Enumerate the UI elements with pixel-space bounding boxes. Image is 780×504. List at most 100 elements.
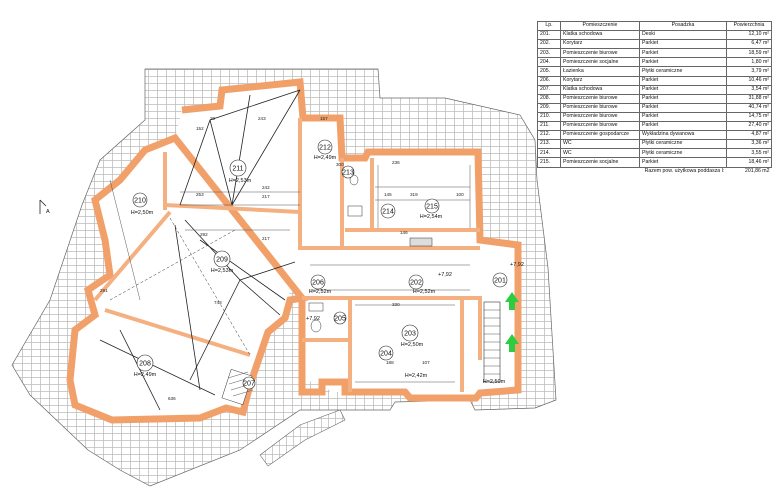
row-number: 214. <box>537 148 561 159</box>
bathroom-fixtures <box>308 174 433 333</box>
room-210-number: 210 <box>134 198 146 205</box>
room-215-number: 215 <box>426 204 438 211</box>
dimension-lines <box>99 89 471 411</box>
dim-text: 157 <box>320 116 328 121</box>
dim-text: 188 <box>386 360 394 365</box>
room-202-height: H=2,52m <box>413 289 436 295</box>
dim-text: 743 <box>214 300 222 305</box>
level-mark-2: +7,92 <box>306 316 320 322</box>
room-208-number: 208 <box>139 361 151 368</box>
room-212-height: H=2,49m <box>314 155 337 161</box>
room-204-height: H=2,42m <box>405 373 428 379</box>
row-room: Pomieszczenie biurowe <box>560 48 640 59</box>
row-floor: Parkiet <box>639 157 727 168</box>
row-number: 207. <box>537 84 561 95</box>
dim-text: 636 <box>168 396 176 401</box>
row-area: 6,47 m² <box>726 39 772 50</box>
row-floor: Parkiet <box>639 84 727 95</box>
room-213-number: 213 <box>342 170 354 177</box>
dim-text: 152 <box>196 126 204 131</box>
row-area: 10,46 m² <box>726 75 772 86</box>
row-floor: Parkiet <box>639 93 727 104</box>
row-number: 215. <box>537 157 561 168</box>
total-value: 201,86 m2 <box>744 167 770 174</box>
row-number: 201. <box>537 30 561 41</box>
room-206-height: H=2,52m <box>309 289 332 295</box>
dim-text: 292 <box>200 232 208 237</box>
row-number: 210. <box>537 111 561 123</box>
row-room: Pomieszczenie gospodarcze <box>560 130 640 141</box>
dim-text: 100 <box>456 192 464 197</box>
room-212-number: 212 <box>319 145 331 152</box>
row-room: Klatka schodowa <box>560 84 640 95</box>
row-floor: Parkiet <box>639 39 727 50</box>
row-room: Korytarz <box>560 75 640 86</box>
rooms-table: Lp. Pomieszczenie Posadzka Powierzchnia … <box>537 20 772 176</box>
row-area: 3,54 m² <box>726 84 772 95</box>
room-205-number: 205 <box>334 316 346 323</box>
row-room: Łazienka <box>560 66 640 77</box>
dim-text: 291 <box>100 288 108 293</box>
row-room: Pomieszczenie socjalne <box>560 157 640 168</box>
row-room: WC <box>560 148 640 159</box>
row-room: Pomieszczenie biurowe <box>560 121 640 132</box>
row-area: 1,80 m² <box>726 57 772 68</box>
row-floor: Płytki ceramiczne <box>639 139 727 150</box>
row-floor: Wykładzina dywanowa <box>639 130 727 141</box>
dim-text: 146 <box>400 230 408 235</box>
room-203-height: H=2,50m <box>401 342 424 348</box>
section-label: A <box>46 209 50 215</box>
staircase-207 <box>221 369 254 405</box>
dim-text: 217 <box>262 194 270 199</box>
row-area: 18,59 m² <box>726 48 772 59</box>
level-marks: +7,92 +7,92 +7,92 <box>306 262 524 322</box>
row-floor: Deski <box>639 30 727 41</box>
row-number: 208. <box>537 93 561 104</box>
row-area: 31,88 m² <box>726 93 772 104</box>
row-floor: Parkiet <box>639 121 727 132</box>
row-floor: Parkiet <box>639 57 727 68</box>
dim-text: 217 <box>262 236 270 241</box>
room-201-height: H=2,50m <box>483 379 506 385</box>
row-floor: Parkiet <box>639 111 727 123</box>
row-floor: Płytki ceramiczne <box>639 148 727 159</box>
dim-text: 107 <box>422 360 430 365</box>
room-204-number: 204 <box>380 351 392 358</box>
dim-text: 145 <box>384 192 392 197</box>
room-203-number: 203 <box>404 331 416 338</box>
row-number: 203. <box>537 48 561 59</box>
row-area: 40,74 m² <box>726 102 772 113</box>
column-header-number: Lp. <box>537 20 561 32</box>
dim-text: 243 <box>258 116 266 121</box>
dim-text: 236 <box>392 160 400 165</box>
room-206-number: 206 <box>312 280 324 287</box>
walls <box>66 78 522 424</box>
row-area: 3,36 m² <box>726 139 772 150</box>
room-211-height: H=2,53m <box>229 178 252 184</box>
row-area: 3,79 m² <box>726 66 772 77</box>
row-number: 209. <box>537 102 561 113</box>
room-210-height: H=2,50m <box>131 210 154 216</box>
row-room: Klatka schodowa <box>560 30 640 41</box>
dimension-values: 242 217 253 319 330 292 236 145 100 107 … <box>100 116 464 401</box>
dim-text: 300 <box>336 162 344 167</box>
row-floor: Parkiet <box>639 75 727 86</box>
dim-text: 20 <box>210 116 216 121</box>
row-area: 18,46 m² <box>726 157 772 168</box>
staircase-201 <box>483 292 519 383</box>
row-floor: Parkiet <box>639 102 727 113</box>
room-215-height: H=2,54m <box>420 214 443 220</box>
section-mark: A <box>39 199 50 215</box>
row-area: 12,10 m² <box>726 30 772 41</box>
total-label: Razem pow. użytkowa poddasza I: <box>644 167 725 174</box>
